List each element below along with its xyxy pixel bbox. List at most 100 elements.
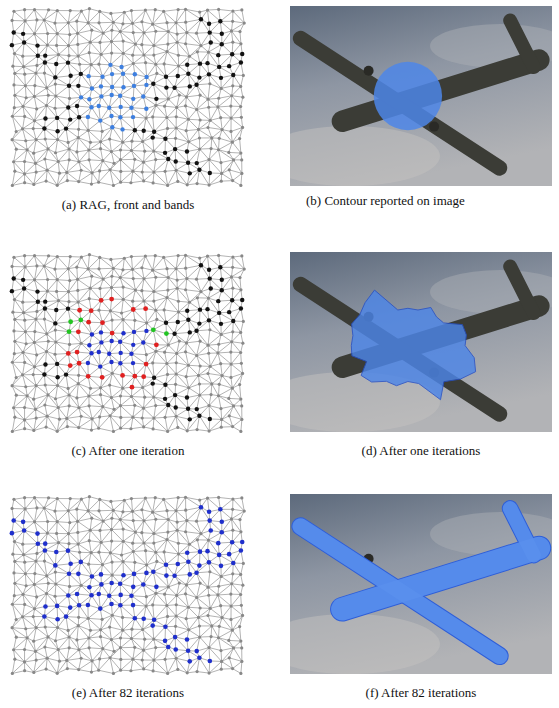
region-node xyxy=(89,529,92,532)
region-node xyxy=(207,158,210,161)
region-node xyxy=(174,267,177,270)
region-node xyxy=(21,615,24,618)
region-node xyxy=(89,593,94,598)
region-node xyxy=(86,603,91,608)
region-node xyxy=(11,115,14,118)
region-node xyxy=(187,659,192,664)
region-node xyxy=(122,540,125,543)
region-node xyxy=(172,331,176,335)
region-node xyxy=(154,30,157,33)
region-node xyxy=(239,85,242,88)
region-node xyxy=(227,64,231,68)
region-node xyxy=(86,361,90,365)
region-node xyxy=(195,161,199,165)
region-node xyxy=(42,126,46,130)
region-node xyxy=(176,520,179,523)
region-node xyxy=(33,330,36,333)
region-node xyxy=(240,404,243,407)
region-node xyxy=(122,285,125,288)
region-node xyxy=(165,362,168,365)
region-node xyxy=(97,21,100,24)
region-node xyxy=(33,254,36,257)
region-node xyxy=(175,126,178,129)
region-node xyxy=(199,505,204,510)
region-node xyxy=(174,159,178,163)
region-node xyxy=(64,372,68,376)
region-node xyxy=(219,407,222,410)
region-node xyxy=(131,416,134,419)
region-node xyxy=(217,311,221,315)
region-node xyxy=(141,416,144,419)
region-node xyxy=(54,151,57,154)
region-node xyxy=(121,331,125,335)
region-node xyxy=(112,509,115,512)
region-node xyxy=(163,383,167,387)
region-node xyxy=(119,404,122,407)
region-node xyxy=(109,114,113,118)
region-node xyxy=(163,170,166,173)
region-node xyxy=(219,322,223,326)
region-node xyxy=(209,635,212,638)
region-node xyxy=(152,637,155,640)
region-node xyxy=(112,408,115,411)
region-node xyxy=(166,430,169,433)
region-node xyxy=(112,267,115,270)
region-node xyxy=(209,393,212,396)
region-node xyxy=(64,614,69,619)
region-node xyxy=(46,393,49,396)
region-node xyxy=(216,105,219,108)
region-node xyxy=(163,105,166,108)
region-node xyxy=(206,372,209,375)
region-node xyxy=(230,52,234,56)
region-node xyxy=(174,169,177,172)
region-node xyxy=(240,646,243,649)
region-node xyxy=(217,148,220,151)
region-node xyxy=(174,137,177,140)
region-node xyxy=(130,255,133,258)
region-node xyxy=(177,8,180,11)
region-node xyxy=(100,75,104,79)
region-node xyxy=(119,518,122,521)
region-node xyxy=(47,496,50,499)
region-node xyxy=(23,265,26,268)
region-node xyxy=(110,396,113,399)
region-node xyxy=(207,51,210,54)
region-node xyxy=(154,63,157,66)
region-node xyxy=(43,403,46,406)
region-node xyxy=(152,171,155,174)
region-node xyxy=(231,330,234,333)
airplane xyxy=(300,38,499,168)
region-node xyxy=(219,362,222,365)
region-node xyxy=(24,627,27,630)
region-node xyxy=(35,531,40,536)
region-node xyxy=(231,179,234,182)
region-node xyxy=(122,298,125,301)
region-node xyxy=(220,288,224,292)
region-node xyxy=(218,625,221,628)
region-node xyxy=(53,509,56,512)
airplane xyxy=(300,284,499,414)
region-node xyxy=(21,373,24,376)
region-node xyxy=(195,407,199,411)
region-node xyxy=(66,351,71,356)
region-node xyxy=(67,635,70,638)
region-node xyxy=(199,606,202,609)
region-node xyxy=(108,414,111,417)
cloud xyxy=(290,614,440,674)
region-node xyxy=(57,53,60,56)
region-node xyxy=(53,21,56,24)
region-node xyxy=(77,406,80,409)
region-node xyxy=(90,332,94,336)
region-node xyxy=(198,307,202,311)
region-node xyxy=(199,17,203,21)
region-node xyxy=(11,384,14,387)
region-node xyxy=(109,309,112,312)
region-node xyxy=(176,529,179,532)
region-node xyxy=(186,648,191,653)
region-node xyxy=(11,184,14,187)
subfigure-caption: (e) After 82 iterations xyxy=(8,684,248,701)
region-node xyxy=(152,300,155,303)
region-node xyxy=(119,148,122,151)
region-node xyxy=(165,604,168,607)
region-node xyxy=(167,276,170,279)
